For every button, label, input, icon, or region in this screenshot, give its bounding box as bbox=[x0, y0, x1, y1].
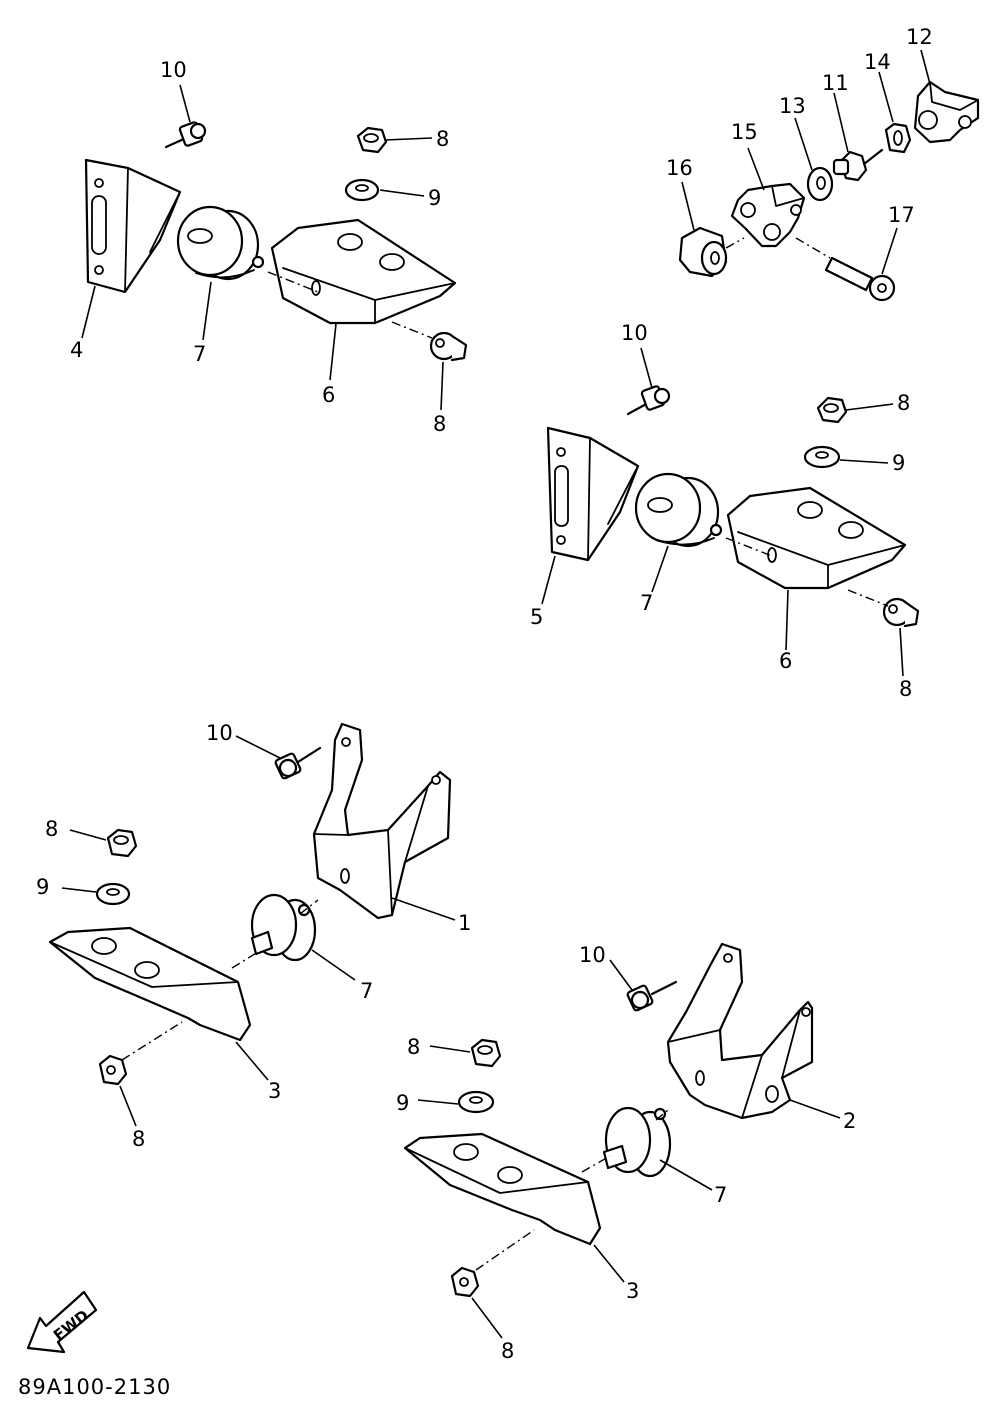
label-7-c: 7 bbox=[360, 979, 373, 1003]
nut-8-b-bottom[interactable] bbox=[882, 597, 920, 628]
washer-9-b[interactable] bbox=[803, 445, 841, 469]
assembly-bottom-right bbox=[403, 942, 841, 1339]
label-5: 5 bbox=[530, 605, 543, 629]
nut-14[interactable] bbox=[884, 122, 912, 154]
label-6-a: 6 bbox=[322, 383, 335, 407]
bolt-10-c[interactable] bbox=[274, 746, 322, 780]
forward-direction-arrow: FWD bbox=[26, 1290, 98, 1354]
label-8-b-bottom: 8 bbox=[899, 677, 912, 701]
label-9-d: 9 bbox=[396, 1091, 409, 1115]
engine-mount-7-b[interactable] bbox=[634, 472, 723, 548]
label-10-c: 10 bbox=[206, 721, 233, 745]
washer-9-a[interactable] bbox=[344, 178, 380, 202]
label-14: 14 bbox=[864, 50, 891, 74]
label-2: 2 bbox=[843, 1109, 856, 1133]
label-13: 13 bbox=[779, 94, 806, 118]
plate-6-b[interactable] bbox=[726, 486, 907, 590]
plate-3-b[interactable] bbox=[403, 1132, 602, 1246]
label-10-a: 10 bbox=[160, 58, 187, 82]
label-8-c-top: 8 bbox=[45, 817, 58, 841]
label-7-a: 7 bbox=[193, 342, 206, 366]
bracket-4[interactable] bbox=[84, 158, 182, 294]
plate-6-a[interactable] bbox=[270, 218, 457, 325]
engine-mount-7-d[interactable] bbox=[602, 1106, 672, 1178]
label-12: 12 bbox=[906, 25, 933, 49]
bracket-2[interactable] bbox=[666, 942, 814, 1120]
label-10-d: 10 bbox=[579, 943, 606, 967]
label-8-d-bottom: 8 bbox=[501, 1339, 514, 1363]
bolt-10-d[interactable] bbox=[626, 980, 678, 1012]
bracket-5[interactable] bbox=[546, 426, 640, 562]
label-8-a-bottom: 8 bbox=[433, 412, 446, 436]
assembly-top-left bbox=[81, 84, 468, 411]
nut-8-d-top[interactable] bbox=[470, 1038, 502, 1068]
bolt-10-a[interactable] bbox=[164, 121, 207, 149]
nut-8-c-bottom[interactable] bbox=[98, 1054, 128, 1086]
washer-9-c[interactable] bbox=[95, 882, 131, 906]
label-6-b: 6 bbox=[779, 649, 792, 673]
nut-8-a-bottom[interactable] bbox=[429, 331, 468, 362]
label-9-a: 9 bbox=[428, 186, 441, 210]
label-9-b: 9 bbox=[892, 451, 905, 475]
bolt-10-b[interactable] bbox=[626, 385, 671, 416]
label-3-a: 3 bbox=[268, 1079, 281, 1103]
label-15: 15 bbox=[731, 120, 758, 144]
label-4: 4 bbox=[70, 338, 83, 362]
label-9-c: 9 bbox=[36, 875, 49, 899]
bracket-12[interactable] bbox=[913, 80, 980, 144]
label-11: 11 bbox=[822, 71, 849, 95]
label-17: 17 bbox=[888, 203, 915, 227]
washer-13[interactable] bbox=[806, 166, 834, 202]
label-7-b: 7 bbox=[640, 591, 653, 615]
label-16: 16 bbox=[666, 156, 693, 180]
label-10-b: 10 bbox=[621, 321, 648, 345]
link-15[interactable] bbox=[730, 182, 806, 248]
engine-mount-7-c[interactable] bbox=[250, 893, 317, 962]
nut-8-c-top[interactable] bbox=[106, 828, 138, 858]
label-3-b: 3 bbox=[626, 1279, 639, 1303]
bolt-17[interactable] bbox=[824, 256, 896, 302]
label-1: 1 bbox=[458, 911, 471, 935]
label-8-b-top: 8 bbox=[897, 391, 910, 415]
bushing-16[interactable] bbox=[678, 226, 728, 278]
label-8-c-bottom: 8 bbox=[132, 1127, 145, 1151]
label-8-d-top: 8 bbox=[407, 1035, 420, 1059]
label-7-d: 7 bbox=[714, 1183, 727, 1207]
plate-3-a[interactable] bbox=[48, 926, 252, 1042]
label-8-a-top: 8 bbox=[436, 127, 449, 151]
diagram-code: 89A100-2130 bbox=[18, 1375, 171, 1399]
bolt-11[interactable] bbox=[832, 148, 884, 182]
assembly-top-right-linkage bbox=[678, 49, 980, 302]
nut-8-a-top[interactable] bbox=[356, 126, 388, 154]
part-number-labels: 10 8 9 4 7 6 8 12 14 11 13 15 16 17 10 8… bbox=[36, 25, 933, 1363]
washer-9-d[interactable] bbox=[457, 1090, 495, 1114]
nut-8-b-top[interactable] bbox=[816, 396, 848, 424]
bracket-1[interactable] bbox=[312, 722, 452, 920]
assembly-middle-right bbox=[541, 347, 920, 677]
engine-mount-7-a[interactable] bbox=[176, 205, 265, 281]
nut-8-d-bottom[interactable] bbox=[450, 1266, 480, 1298]
assembly-middle-left bbox=[48, 722, 456, 1127]
